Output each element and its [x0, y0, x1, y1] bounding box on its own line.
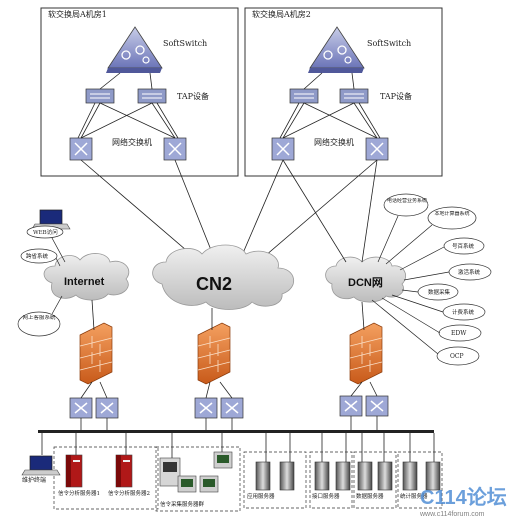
switch-2a-icon — [271, 137, 295, 161]
softswitch-2-icon — [308, 26, 365, 73]
cn2-label: CN2 — [196, 274, 232, 294]
firewall-3-icon — [349, 322, 383, 385]
svg-text:C114论坛: C114论坛 — [420, 485, 507, 509]
interface-servers-label: 接口服务器 — [312, 492, 340, 500]
room-1-links — [77, 72, 179, 139]
analysis-server-2-label: 信令分析服务器2 — [108, 489, 150, 497]
dcn-bubble-links — [371, 215, 450, 355]
dcn-bubbles — [383, 193, 492, 366]
room-1-box — [40, 7, 239, 177]
bubble-ocp — [436, 346, 480, 366]
room-2-box — [244, 7, 443, 177]
server-tower-icons — [255, 461, 441, 491]
room-to-cn2-links — [80, 159, 378, 263]
room-2-title: 软交换局A机房2 — [252, 9, 311, 19]
bubble-web — [26, 225, 64, 239]
softswitch-1-icon — [106, 26, 163, 73]
left-bubble-links — [51, 237, 66, 315]
dcn-label: DCN网 — [348, 276, 383, 289]
cloud-to-firewall-links — [91, 299, 365, 331]
tap-1-label: TAP设备 — [177, 91, 209, 101]
bubble-cross — [20, 248, 58, 264]
bubble-online-text: 网上客服系统 — [22, 315, 56, 321]
switch-2b-icon — [365, 137, 389, 161]
lan-bus — [38, 430, 434, 433]
softswitch-2-label: SoftSwitch — [367, 39, 411, 48]
bubble-local-calc-text: 本地计算器系统 — [434, 211, 470, 217]
app-servers-label: 应用服务器 — [247, 492, 275, 500]
bubble-edw-text: EDW — [451, 330, 467, 337]
bubble-cross-text: 跨省系统 — [26, 252, 49, 260]
cn2-cloud — [152, 244, 294, 310]
room-1-title: 软交换局A机房1 — [48, 9, 107, 19]
dcn-cloud — [325, 256, 406, 303]
db-servers-label: 数据服务器 — [356, 492, 384, 500]
switch-1-label: 网络交换机 — [112, 137, 152, 147]
analysis-server-1-icon — [65, 454, 83, 488]
internet-cloud — [43, 253, 130, 301]
firewall-1-icon — [79, 322, 113, 385]
bubble-local-calc — [427, 206, 477, 230]
softswitch-1-label: SoftSwitch — [163, 39, 207, 48]
bubble-activate-text: 激活系统 — [458, 268, 481, 276]
bubble-edw — [438, 324, 482, 342]
bubble-haobai — [443, 237, 485, 255]
firewall-2-icon — [197, 322, 231, 385]
server-group-boxes — [53, 446, 443, 512]
bubble-phone-biz-text: 电话经营业务系统 — [386, 198, 427, 204]
bubble-online — [17, 311, 61, 337]
tap-device-1a-icon — [85, 88, 115, 104]
tap-device-1b-icon — [137, 88, 167, 104]
bubble-web-text: WEB访问 — [33, 228, 58, 236]
terminal-label: 维护终端 — [22, 476, 46, 484]
stat-servers-label: 统计服务器 — [400, 492, 428, 500]
bubble-collect-text: 数据采集 — [428, 288, 451, 296]
tap-device-2b-icon — [339, 88, 369, 104]
firewall-to-switch-links — [80, 381, 378, 399]
bubble-phone-biz — [383, 193, 429, 217]
bubble-billing-text: 计费系统 — [452, 308, 475, 316]
bubble-haobai-text: 号百系统 — [452, 242, 475, 250]
internet-label: Internet — [64, 276, 105, 288]
lower-switches — [69, 395, 389, 419]
switch-to-bus-links — [80, 416, 378, 430]
bus-drops — [41, 433, 435, 462]
dcn-to-room-links — [282, 159, 378, 263]
analysis-server-1-label: 信令分析服务器1 — [58, 489, 100, 497]
bubble-ocp-text: OCP — [450, 353, 464, 360]
maintenance-terminal-icon — [21, 455, 61, 476]
c114-watermark-logo: C114论坛 www.c114forum.com — [419, 485, 507, 518]
switch-1a-icon — [69, 137, 93, 161]
collection-server-icons — [159, 451, 233, 493]
tap-device-2a-icon — [289, 88, 319, 104]
switch-2-label: 网络交换机 — [314, 137, 354, 147]
tap-2-label: TAP设备 — [380, 91, 412, 101]
switch-1b-icon — [163, 137, 187, 161]
room-2-links — [279, 72, 381, 139]
svg-text:www.c114forum.com: www.c114forum.com — [419, 511, 485, 518]
analysis-server-2-icon — [115, 454, 133, 488]
collection-label: 信令采集服务器群 — [160, 500, 205, 508]
